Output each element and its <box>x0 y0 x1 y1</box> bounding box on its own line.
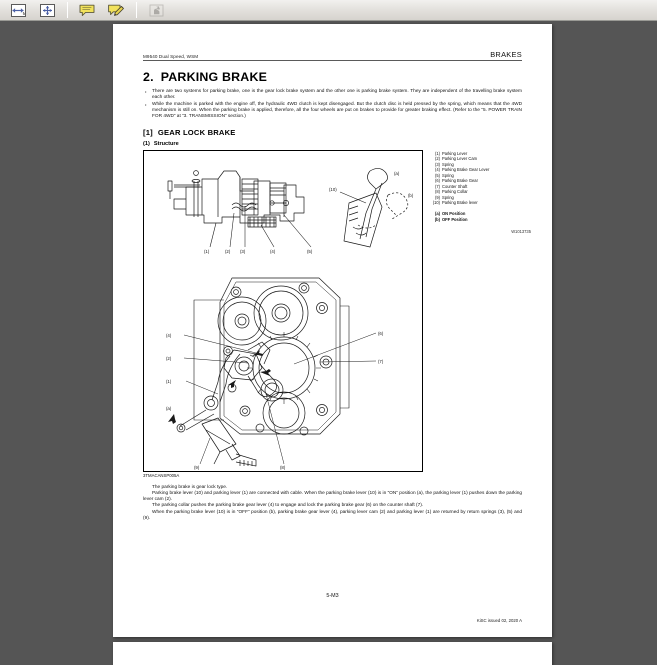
gear-lock-brake-assembly-drawing: (10) (a) (b) (1) (2) (3) (4) (5) <box>167 167 414 254</box>
callout-6: (6) <box>378 331 384 336</box>
callout-1: (1) <box>204 249 210 254</box>
intro-bullet-list: There are two systems for parking brake,… <box>143 89 522 121</box>
paragraph: The parking brake is gear lock type. <box>152 484 228 490</box>
fit-page-icon <box>39 3 55 17</box>
callout-7: (7) <box>378 359 384 364</box>
subsubsection-heading: (1)Structure <box>143 141 522 147</box>
issue-notice: KiSC issued 02, 2020 A <box>476 618 522 623</box>
callout-2: (2) <box>166 356 172 361</box>
next-document-page <box>113 642 552 665</box>
legend-label: Spring <box>442 194 454 200</box>
stamp-icon <box>149 4 163 16</box>
legend-item: (10)Parking Brake lever <box>428 200 533 206</box>
callout-5: (5) <box>307 249 313 254</box>
list-item: There are two systems for parking brake,… <box>143 89 522 101</box>
legend-label: Counter Shaft <box>442 183 468 189</box>
legend-number: (9) <box>434 194 440 200</box>
legend-label: Parking Lever Cam <box>442 156 478 162</box>
legend-item: (7)Counter Shaft <box>428 184 533 190</box>
legend-position-item: (b)OFF Position <box>428 217 533 223</box>
callout-10: (10) <box>329 187 337 192</box>
header-chapter: BRAKES <box>490 50 522 59</box>
pdf-viewer[interactable]: M9540 Dual Speed, WSM BRAKES 2. PARKING B… <box>0 22 657 665</box>
legend-number: (1) <box>434 150 440 156</box>
fit-width-icon <box>10 3 26 17</box>
legend-item: (2)Parking Lever Cam <box>428 156 533 162</box>
callout-b: (b) <box>408 193 414 198</box>
legend-number: (b) <box>434 217 440 223</box>
legend-item: (9)Spring <box>428 195 533 201</box>
document-page: M9540 Dual Speed, WSM BRAKES 2. PARKING B… <box>113 24 552 637</box>
subsection-title: GEAR LOCK BRAKE <box>157 127 236 137</box>
figure-block: (10) (a) (b) (1) (2) (3) (4) (5) <box>143 149 531 481</box>
legend-number: (8) <box>434 189 440 195</box>
legend-number: (a) <box>434 211 440 217</box>
legend-item: (3)Spring <box>428 162 533 168</box>
legend-item: (6)Parking Brake Gear <box>428 178 533 184</box>
highlighter-icon <box>108 4 124 16</box>
legend-number: (6) <box>434 178 440 184</box>
list-item: While the machine is parked with the eng… <box>143 102 522 121</box>
legend-number: (10) <box>432 200 440 206</box>
paragraph: Parking brake lever (10) and parking lev… <box>143 490 522 503</box>
fit-width-button[interactable] <box>4 1 32 20</box>
legend-item: (8)Parking Collar <box>428 189 533 195</box>
subsubsection-number: (1) <box>143 140 150 147</box>
legend-number: (4) <box>434 167 440 173</box>
callout-2: (2) <box>225 249 231 254</box>
legend-number: (2) <box>434 156 440 162</box>
subsubsection-title: Structure <box>153 140 179 147</box>
section-number: 2. <box>143 70 154 84</box>
legend-label: ON Position <box>442 211 466 217</box>
body-text: The parking brake is gear lock type. Par… <box>143 485 522 523</box>
page-header: M9540 Dual Speed, WSM BRAKES <box>143 50 522 61</box>
subsection-heading: [1] GEAR LOCK BRAKE <box>143 128 522 137</box>
toolbar-separator-2 <box>136 2 137 18</box>
legend-item: (4)Parking Brake Gear Lever <box>428 167 533 173</box>
highlighter-button[interactable] <box>102 1 130 20</box>
callout-4: (4) <box>166 333 172 338</box>
legend-position-item: (a)ON Position <box>428 211 533 217</box>
figure-illustration: (10) (a) (b) (1) (2) (3) (4) (5) <box>143 149 423 472</box>
transmission-case-drawing: (4) (2) (1) (a) (6) (7) (8) (9) <box>166 277 384 470</box>
header-model: M9540 Dual Speed, WSM <box>143 54 199 59</box>
figure-code: 3TMACANSP005A <box>143 472 180 478</box>
callout-8: (8) <box>280 465 286 470</box>
callout-a: (a) <box>394 171 400 176</box>
legend-label: Parking Brake lever <box>442 200 478 206</box>
callout-4: (4) <box>270 249 276 254</box>
legend-label: OFF Position <box>442 217 468 223</box>
legend-item: (5)Spring <box>428 173 533 179</box>
stamp-button[interactable] <box>142 1 170 20</box>
legend-number: (3) <box>434 161 440 167</box>
fit-page-button[interactable] <box>33 1 61 20</box>
page-number: 5-M3 <box>326 593 339 599</box>
callout-3: (3) <box>240 249 246 254</box>
paragraph: The parking collar pushes the parking br… <box>152 503 424 509</box>
legend-number: (5) <box>434 172 440 178</box>
legend-label: Parking Brake Gear <box>442 178 478 184</box>
toolbar <box>0 0 657 21</box>
sticky-note-icon <box>79 4 95 16</box>
callout-9: (9) <box>194 465 200 470</box>
toolbar-separator-1 <box>67 2 68 18</box>
legend-label: Parking Collar <box>442 189 468 195</box>
drawing-number: W1013735 <box>511 228 531 234</box>
callout-a: (a) <box>166 406 172 411</box>
parts-legend: (1)Parking Lever (2)Parking Lever Cam (3… <box>428 151 533 235</box>
page-title: 2. PARKING BRAKE <box>143 70 522 84</box>
section-title: PARKING BRAKE <box>160 70 268 84</box>
sticky-note-button[interactable] <box>73 1 101 20</box>
legend-number: (7) <box>434 183 440 189</box>
legend-item: (1)Parking Lever <box>428 151 533 157</box>
legend-label: Spring <box>442 161 454 167</box>
callout-1: (1) <box>166 379 172 384</box>
legend-label: Parking Brake Gear Lever <box>442 167 490 173</box>
subsection-number: [1] <box>143 127 153 137</box>
legend-label: Spring <box>442 172 454 178</box>
legend-label: Parking Lever <box>442 150 468 156</box>
paragraph: When the parking brake lever (10) is in … <box>143 509 522 521</box>
